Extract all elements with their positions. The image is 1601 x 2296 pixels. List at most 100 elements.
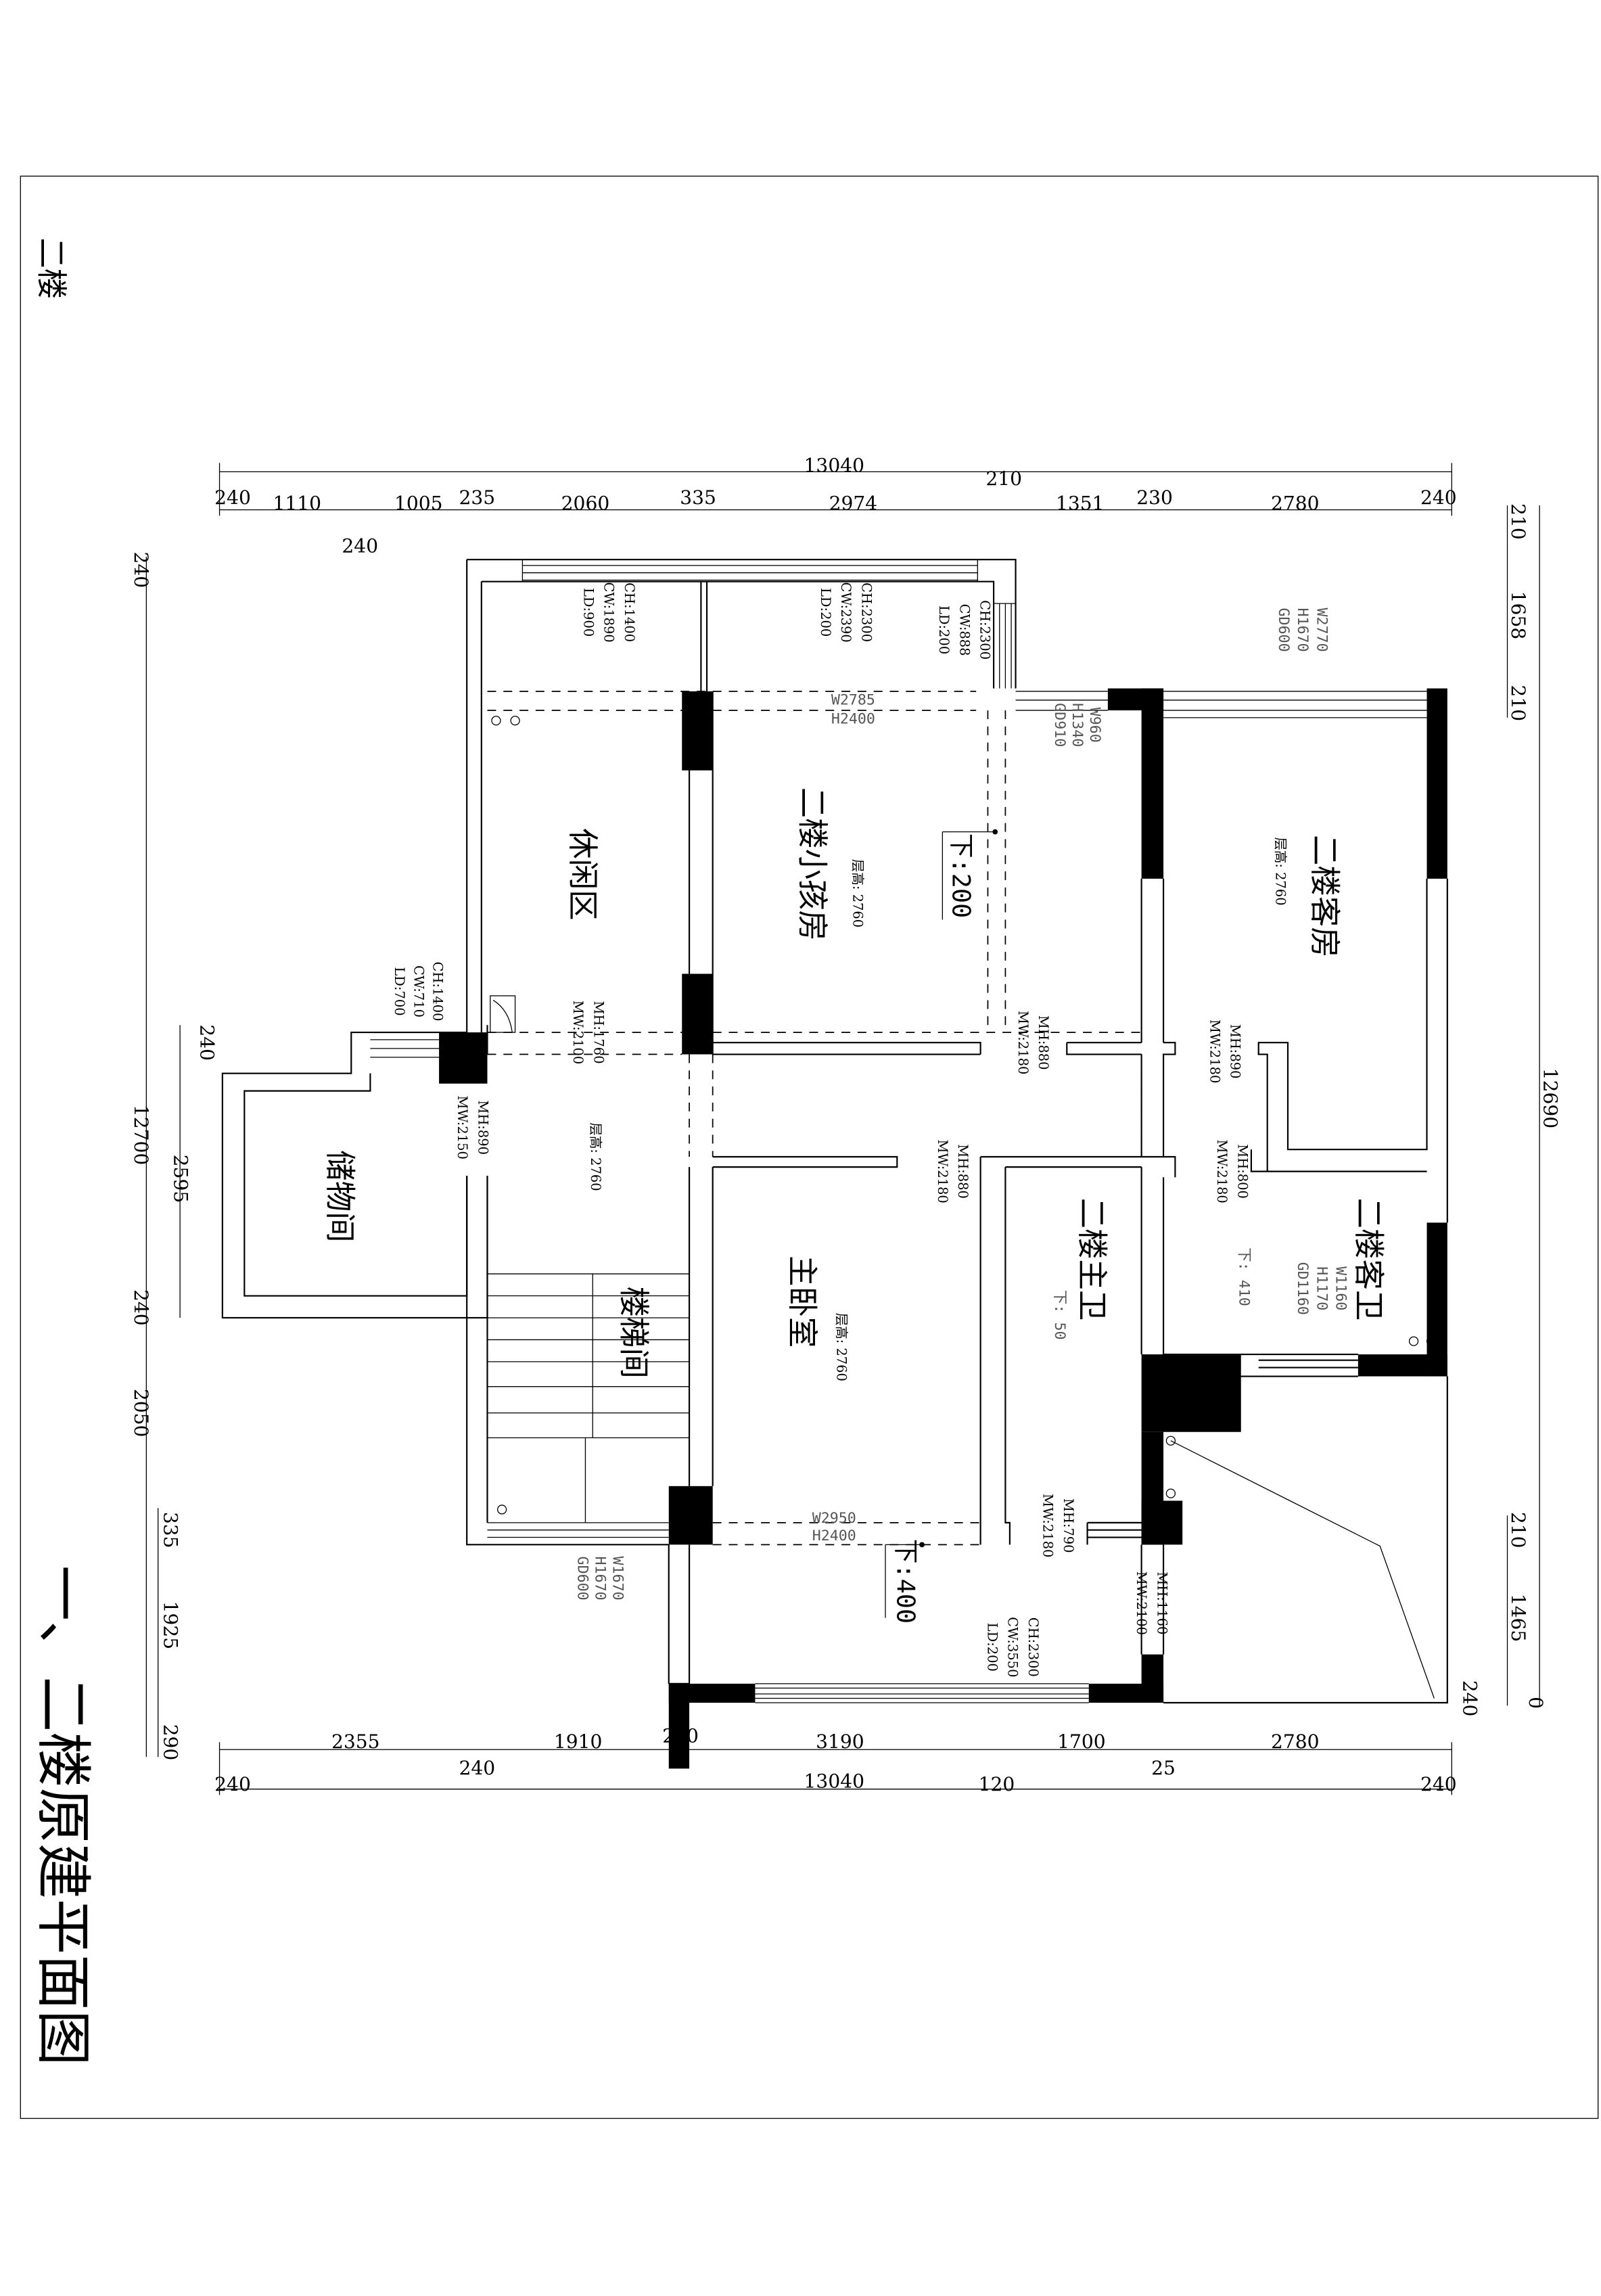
room-storage: 储物间 [322, 1150, 358, 1242]
annotation: H1170 [1313, 1266, 1330, 1310]
dim-label: 2780 [1271, 1730, 1320, 1753]
annotation: LD:200 [818, 588, 833, 637]
walls [221, 559, 1448, 1704]
dim-label: 335 [159, 1512, 181, 1548]
dim-label: 1465 [1507, 1594, 1529, 1643]
annotation: H1670 [592, 1557, 609, 1601]
annotation: MW:2100 [570, 1001, 586, 1064]
annotation: LD:200 [936, 605, 952, 654]
annotation: CH:2300 [977, 600, 993, 660]
annotation: H1340 [1069, 703, 1086, 747]
annotation: MH:1760 [590, 1001, 606, 1064]
annotation: H2400 [812, 1528, 856, 1544]
annotation: CW:1890 [601, 582, 617, 642]
annotation: CW:3550 [1005, 1617, 1021, 1677]
annotation: CH:1400 [622, 582, 637, 642]
annotation: W1160 [1332, 1266, 1349, 1310]
dim-label: 2355 [331, 1730, 380, 1753]
annotation: MW:2180 [1015, 1011, 1031, 1074]
dim-label: 1005 [394, 492, 443, 515]
annotation: MW:2180 [1207, 1019, 1222, 1083]
dim-label: 240 [214, 1773, 251, 1795]
dim-top-210: 210 [985, 467, 1022, 490]
dim-label: 1700 [1057, 1730, 1106, 1753]
dim-label: 240 [1420, 486, 1457, 509]
dim-label: 1351 [1056, 492, 1105, 515]
dim-label: 240 [214, 486, 251, 509]
level-drop: 下: 410 [1236, 1247, 1253, 1306]
annotation: LD:200 [984, 1623, 1000, 1672]
annotation: MH:890 [475, 1100, 491, 1155]
dim-label: 2974 [829, 492, 878, 515]
annotation: H2400 [831, 711, 875, 728]
drawing-frame [20, 175, 1599, 2119]
annotation: W2770 [1313, 608, 1330, 652]
dimension-lines [145, 463, 1540, 1795]
level-drop: 下:200 [947, 833, 976, 918]
dim-label: 2595 [169, 1155, 191, 1203]
level-drop: 下:400 [891, 1539, 920, 1624]
room-labels: 休闲区 二楼小孩房 二楼客房 储物间 楼梯间 主卧室 二楼主卫 二楼客卫 [322, 787, 1387, 1379]
fixture-circles [491, 716, 1437, 1515]
dim-label: 240 [1459, 1680, 1481, 1717]
level-markers [885, 829, 998, 1618]
annotation: GD600 [574, 1557, 591, 1601]
dim-label: 2060 [561, 492, 610, 515]
dim-label: 210 [1507, 685, 1529, 721]
dim-top-total: 13040 [804, 454, 864, 476]
annotation: CH:2300 [1025, 1617, 1041, 1677]
dim-label: 230 [1136, 486, 1173, 509]
dim-label: 12690 [1539, 1068, 1562, 1128]
annotation: CW:710 [411, 965, 426, 1017]
annotation: H1670 [1294, 608, 1311, 652]
dim-label: 335 [680, 486, 716, 509]
annotation: W960 [1086, 708, 1103, 743]
left-dimensions: 240 12700 240 2050 2595 240 335 1925 290 [130, 552, 218, 1761]
annotation: GD910 [1051, 703, 1068, 747]
annotation: MH:890 [1228, 1024, 1243, 1079]
dim-label: 240 [130, 552, 152, 589]
annotation: CW:888 [956, 604, 972, 656]
annotation: CH:2300 [858, 582, 874, 642]
dim-label: 1658 [1507, 591, 1529, 640]
annotation: W2785 [831, 691, 875, 708]
dim-label: 210 [1507, 503, 1529, 540]
room-master-bath: 二楼主卫 [1074, 1198, 1110, 1321]
annotation: W1670 [609, 1557, 626, 1601]
annotation: GD600 [1275, 608, 1292, 652]
annotation: LD:900 [580, 588, 596, 637]
annotation: MW:2180 [935, 1139, 950, 1203]
dim-label: 120 [979, 1773, 1015, 1795]
room-master-bedroom: 主卧室 [785, 1256, 820, 1348]
annotation: MH:880 [1036, 1015, 1051, 1070]
pillars [439, 688, 1447, 1769]
room-guest: 二楼客房 [1307, 835, 1343, 958]
right-dimensions: 210 1658 210 12690 210 1465 240 0 [1459, 503, 1562, 1716]
dim-label: 235 [459, 486, 496, 509]
dim-label: 290 [159, 1724, 181, 1761]
opening-annotations: CH:1400 CW:1890 LD:900 CH:2300 CW:2390 L… [392, 582, 1349, 1677]
dim-label: 13040 [804, 1770, 864, 1793]
dim-label: 1910 [554, 1730, 603, 1753]
floor-height-labels: 层高: 2760 层高: 2760 层高: 2760 层高: 2760 [588, 837, 1289, 1381]
dim-label: 25 [1151, 1757, 1176, 1779]
annotation: MW:2180 [1214, 1139, 1230, 1203]
annotation: MH:880 [955, 1144, 971, 1199]
bottom-dimensions: 2355 1910 240 3190 1700 2780 240 25 240 … [214, 1724, 1456, 1795]
annotation: MH:790 [1061, 1498, 1076, 1553]
top-dimensions: 13040 210 240 1110 1005 235 2060 335 297… [214, 454, 1456, 557]
level-drop: 下: 50 [1051, 1290, 1068, 1340]
floor-height: 层高: 2760 [588, 1122, 603, 1191]
floor-height: 层高: 2760 [1273, 837, 1289, 905]
floor-height: 层高: 2760 [850, 859, 865, 927]
annotation: MH:800 [1234, 1144, 1250, 1199]
room-kids: 二楼小孩房 [795, 787, 831, 941]
annotation: MW:2180 [1040, 1494, 1056, 1557]
dim-label: 240 [195, 1024, 218, 1061]
annotation: MH:1160 [1154, 1571, 1169, 1634]
dim-label: 1110 [273, 492, 321, 515]
annotation: CH:1400 [430, 962, 445, 1021]
dim-label: 240 [459, 1757, 496, 1779]
annotation: CW:2390 [838, 582, 854, 642]
